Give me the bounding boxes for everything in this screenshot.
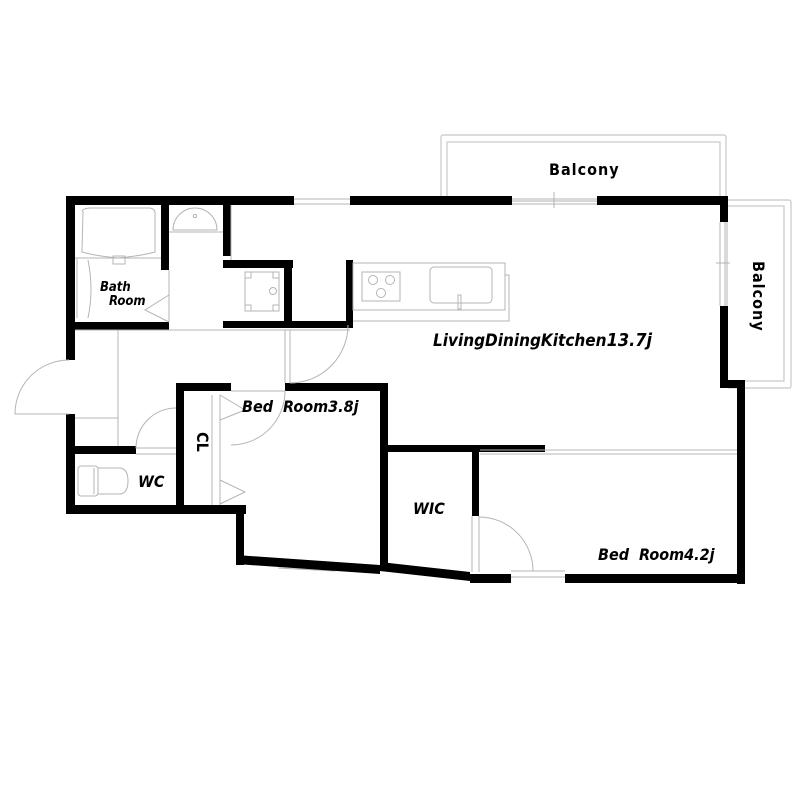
ldk-label: LivingDiningKitchen13.7j [433,332,652,350]
balcony-right-label: Balcony [749,261,768,332]
stove-icon [361,271,401,302]
partitions [75,205,737,572]
kitchen-counter [352,262,510,322]
ldk-size: 13.7j [606,330,653,351]
washing-machine-icon [244,271,280,312]
balcony-top [440,134,727,202]
ldk-name: LivingDiningKitchen [433,331,607,351]
bedroom1-label: Bed Room3.8j [242,399,359,415]
bath-room-label: Bath Room [100,281,146,308]
bedroom2-size: 4.2j [684,545,715,564]
bedroom2-label: Bed Room4.2j [598,547,715,563]
bathtub-icon [75,207,161,319]
balcony-top-label: Balcony [549,160,620,179]
balcony-right [726,199,792,389]
sink-icon [429,266,493,310]
bedroom2-name: Bed Room [598,545,685,564]
wic-label: WIC [413,499,445,518]
wc-label: WC [138,472,165,491]
washbasin-icon [169,207,223,233]
bedroom1-size: 3.8j [328,397,359,416]
bath-room-label-line2: Room [109,294,146,309]
walls [66,196,745,584]
door-swing-icons [14,294,534,572]
cl-label: CL [193,432,212,452]
bath-room-label-line1: Bath [100,280,131,295]
toilet-icon [77,465,129,497]
bedroom1-name: Bed Room [242,397,329,416]
